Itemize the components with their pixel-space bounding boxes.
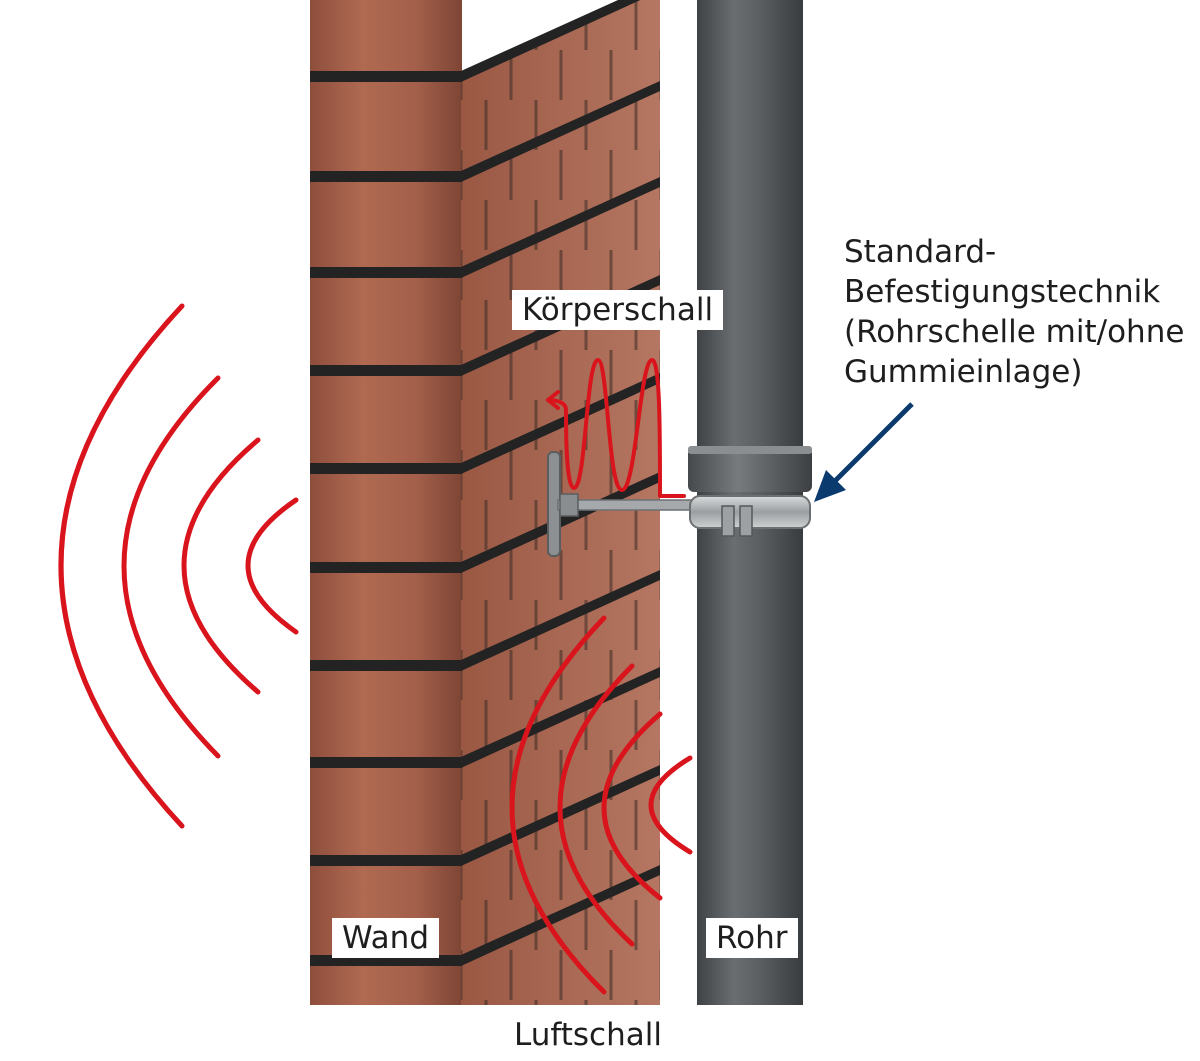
sound-wave-arc (121, 375, 221, 759)
mortar-course (310, 267, 462, 278)
mortar-course (310, 660, 462, 671)
fastening-label-line: (Rohrschelle mit/ohne (844, 314, 1185, 350)
sound-wave-arc (648, 755, 693, 855)
sound-wave-arc (58, 303, 185, 829)
mortar-course-side (461, 865, 660, 966)
fastening-label-line: Befestigungstechnik (844, 274, 1161, 310)
mortar-course (310, 71, 462, 82)
pipe-socket-rim (688, 446, 812, 454)
mortar-course (310, 562, 462, 573)
mortar-course-side (461, 177, 660, 278)
structure-borne-sound-label: Körperschall (512, 290, 724, 330)
pipe-socket (688, 448, 812, 492)
mortar-course (310, 757, 462, 768)
mortar-course (310, 171, 462, 182)
sound-wave-arc (181, 437, 261, 695)
pointer-arrow (814, 402, 914, 502)
structure-borne-sound-wave (546, 358, 686, 498)
mortar-course-side (461, 373, 660, 474)
sound-wave-arc (601, 711, 663, 901)
mortar-course (310, 855, 462, 866)
mortar-course (310, 463, 462, 474)
fastening-technique-label: Standard- Befestigungstechnik (Rohrschel… (844, 232, 1184, 392)
mortar-course-side (461, 81, 660, 182)
wall-front-face (310, 0, 462, 1005)
mortar-course (310, 365, 462, 376)
mortar-course-side (461, 570, 660, 671)
structure-borne-arrowhead (546, 390, 560, 410)
airborne-sound-waves-pipe (509, 615, 693, 995)
clamp-bolt-right (739, 505, 753, 537)
fastening-label-line: Gummieinlage) (844, 354, 1083, 390)
mortar-course-side (461, 0, 641, 82)
sound-wave-arc (557, 663, 635, 947)
pointer-arrowhead (814, 470, 846, 502)
pipe-clamp (547, 451, 811, 557)
fastening-label-line: Standard- (844, 234, 997, 270)
sound-wave-arc (509, 615, 607, 995)
wall-label: Wand (332, 918, 439, 958)
pipe-label: Rohr (706, 918, 798, 958)
airborne-sound-waves-left (58, 303, 299, 829)
rod-nut (559, 493, 579, 517)
airborne-sound-label: Luftschall (514, 1017, 662, 1053)
structure-borne-squiggle (546, 358, 686, 498)
sound-wave-arc (245, 497, 299, 635)
clamp-bolt-left (721, 505, 735, 537)
mortar-course (310, 955, 462, 966)
